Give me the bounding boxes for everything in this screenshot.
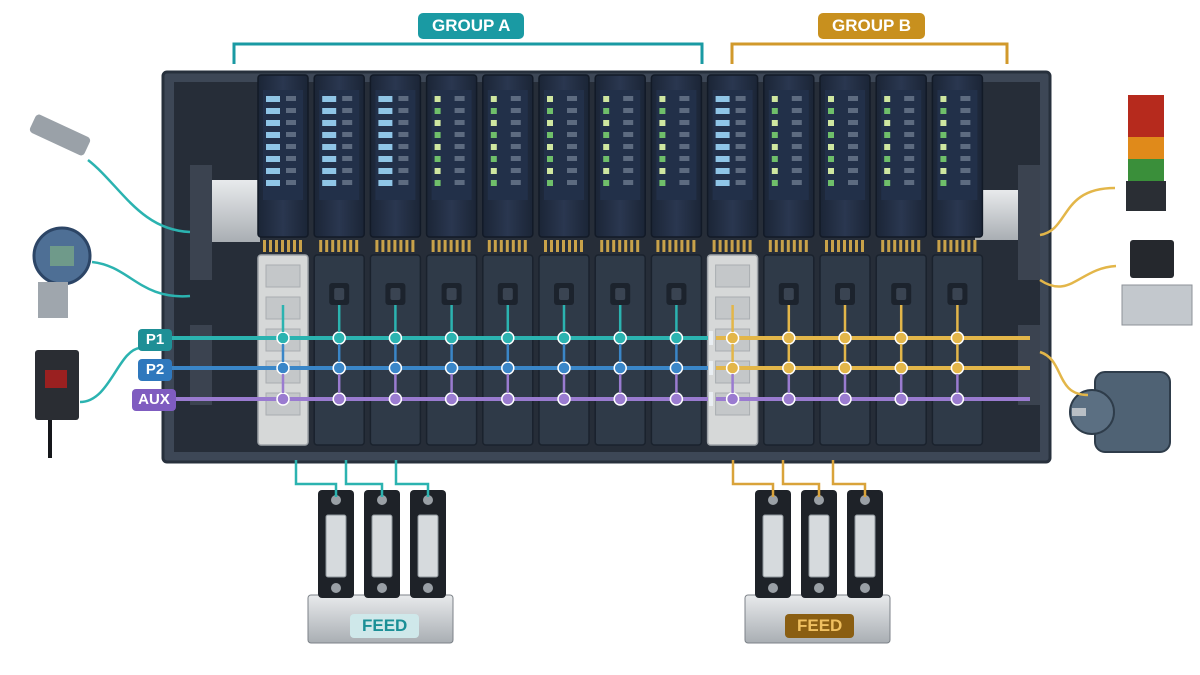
io-module xyxy=(482,74,534,252)
bus-node xyxy=(950,331,965,345)
bus-node xyxy=(725,361,740,375)
feed-wire xyxy=(344,460,384,497)
bus-node xyxy=(894,331,908,345)
fuse-holder xyxy=(755,490,791,598)
io-module xyxy=(819,74,871,252)
proximity-sensor-icon xyxy=(29,114,191,234)
bus-node xyxy=(276,392,290,406)
feed-wire xyxy=(781,460,821,497)
bus-node xyxy=(557,361,571,375)
bus-node xyxy=(725,331,740,345)
bus-node xyxy=(332,392,346,406)
bus-node xyxy=(669,361,684,375)
bus-node xyxy=(950,392,965,406)
io-module xyxy=(313,74,365,252)
stack-light-icon xyxy=(1039,95,1166,237)
terminal-strip-right xyxy=(1018,165,1040,405)
io-module xyxy=(706,74,759,252)
io-module xyxy=(538,74,590,252)
terminal-strip-left xyxy=(190,165,212,405)
io-module xyxy=(257,74,309,252)
fuse-holder xyxy=(410,490,446,598)
feed-wire xyxy=(831,460,867,497)
fuse-holder xyxy=(847,490,883,598)
group-a-bracket xyxy=(232,42,704,64)
din-rail-left xyxy=(205,180,260,242)
bus-node xyxy=(838,392,852,406)
feed-wire xyxy=(394,460,430,497)
bus-node xyxy=(782,361,796,375)
bus-node xyxy=(838,331,852,345)
pressure-transmitter-icon xyxy=(32,226,191,318)
bus-label-p1: P1 xyxy=(138,329,172,351)
bus-node xyxy=(276,331,290,345)
bus-node xyxy=(894,392,908,406)
bus-node xyxy=(276,361,290,375)
photoelectric-sensor-icon xyxy=(35,346,141,458)
io-module xyxy=(763,74,815,252)
bus-node xyxy=(388,331,403,345)
group-b-bracket xyxy=(730,42,1009,64)
bus-node xyxy=(444,361,459,375)
bus-node xyxy=(388,361,403,375)
bus-node xyxy=(613,331,627,345)
fuse-holder xyxy=(364,490,400,598)
feed-label-a: FEED xyxy=(350,614,420,638)
bus-node xyxy=(501,392,515,406)
bus-node xyxy=(669,392,684,406)
solenoid-valve-icon xyxy=(1039,240,1193,326)
bus-node xyxy=(444,331,459,345)
bus-node xyxy=(613,392,627,406)
bus-node xyxy=(332,331,346,345)
bus-node xyxy=(557,392,571,406)
bus-node xyxy=(950,361,965,375)
bus-label-p2: P2 xyxy=(138,359,172,381)
bus-node xyxy=(444,392,459,406)
bus-node xyxy=(669,331,684,345)
bus-node xyxy=(332,361,346,375)
bus-node xyxy=(501,331,515,345)
electric-motor-icon xyxy=(1039,350,1171,453)
io-module xyxy=(369,74,422,252)
bus-node xyxy=(725,392,740,406)
feed-label-b: FEED xyxy=(785,614,855,638)
bus-node xyxy=(501,361,515,375)
io-module xyxy=(425,74,478,252)
group-b-label: GROUP B xyxy=(818,13,926,39)
feed-wire xyxy=(731,460,775,497)
bus-label-aux: AUX xyxy=(132,389,176,411)
bus-node xyxy=(894,361,908,375)
io-module xyxy=(931,74,984,252)
bus-node xyxy=(782,331,796,345)
io-module xyxy=(594,74,646,252)
bus-node xyxy=(557,331,571,345)
bus-node xyxy=(782,392,796,406)
bus-node xyxy=(388,392,403,406)
bus-node xyxy=(613,361,627,375)
io-module xyxy=(875,74,927,252)
feed-wire xyxy=(294,460,338,497)
fuse-holder xyxy=(801,490,837,598)
bus-node xyxy=(838,361,852,375)
io-module xyxy=(650,74,703,252)
group-a-label: GROUP A xyxy=(418,13,525,39)
fuse-holder xyxy=(318,490,354,598)
